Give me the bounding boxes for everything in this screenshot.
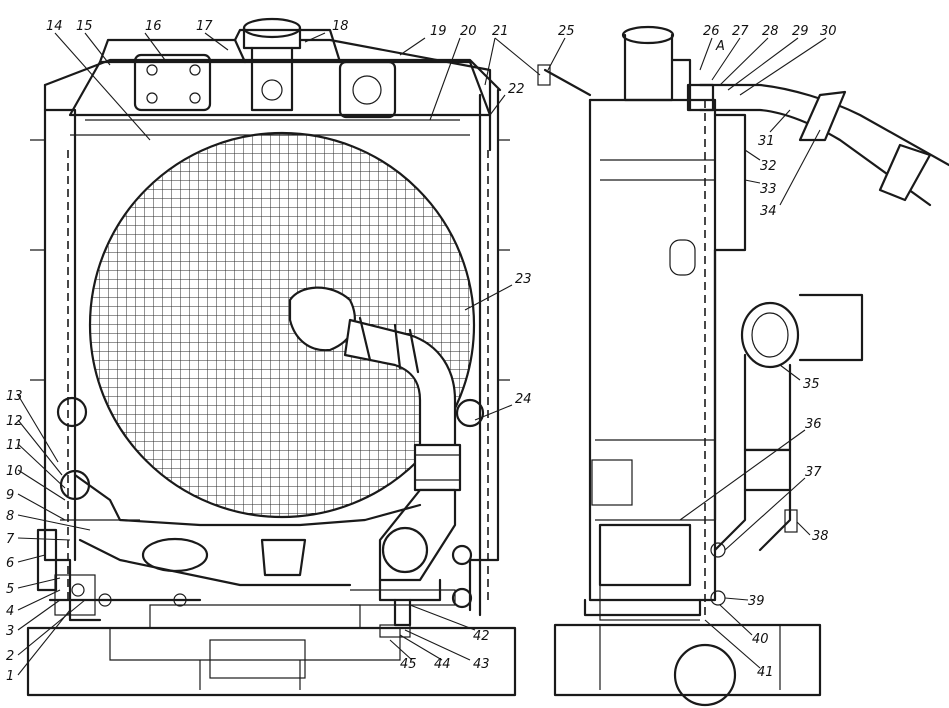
- callout-33: 33: [760, 182, 777, 197]
- callout-40: 40: [752, 632, 769, 647]
- callout-31: 31: [758, 134, 775, 149]
- callout-4: 4: [6, 604, 14, 619]
- callout-14: 14: [46, 19, 63, 34]
- callout-24: 24: [515, 392, 532, 407]
- callout-44: 44: [434, 657, 451, 672]
- callout-45: 45: [400, 657, 417, 672]
- callout-13: 13: [6, 389, 23, 404]
- callout-19: 19: [430, 24, 447, 39]
- side-filler-neck: [537, 25, 692, 112]
- radiator-core: [88, 131, 476, 519]
- callout-18: 18: [332, 19, 349, 34]
- front-base: [26, 604, 517, 697]
- callout-37: 37: [805, 465, 822, 480]
- view-mark-a: A: [715, 39, 725, 54]
- callout-23: 23: [515, 272, 532, 287]
- filler-cap: [242, 17, 492, 152]
- callout-3: 3: [6, 624, 14, 639]
- callout-17: 17: [196, 19, 213, 34]
- callout-16: 16: [145, 19, 162, 34]
- callout-22: 22: [508, 82, 525, 97]
- callout-5: 5: [6, 582, 14, 597]
- callout-9: 9: [6, 488, 14, 503]
- callout-43: 43: [473, 657, 490, 672]
- callout-29: 29: [792, 24, 809, 39]
- callout-21: 21: [492, 24, 509, 39]
- side-view: [537, 25, 949, 707]
- lower-hose: [343, 316, 485, 638]
- side-upper-hose: [686, 83, 949, 207]
- callout-15: 15: [76, 19, 93, 34]
- callout-labels: 1 2 3 4 5 6 7 8 9 10 11 12 13 14 15 16 1…: [6, 19, 837, 684]
- callout-28: 28: [762, 24, 779, 39]
- callout-38: 38: [812, 529, 829, 544]
- callout-12: 12: [6, 414, 23, 429]
- callout-8: 8: [6, 509, 14, 524]
- callout-2: 2: [6, 649, 14, 664]
- callout-41: 41: [757, 665, 774, 680]
- callout-6: 6: [6, 556, 14, 571]
- upper-tank: [68, 28, 492, 119]
- callout-36: 36: [805, 417, 822, 432]
- callout-11: 11: [6, 438, 23, 453]
- callout-1: 1: [6, 669, 14, 684]
- callout-7: 7: [6, 532, 15, 547]
- side-lower-pipe: [710, 293, 864, 606]
- callout-35: 35: [803, 377, 820, 392]
- callout-34: 34: [760, 204, 777, 219]
- callout-27: 27: [732, 24, 749, 39]
- callout-25: 25: [558, 24, 575, 39]
- callout-10: 10: [6, 464, 23, 479]
- callout-32: 32: [760, 159, 777, 174]
- callout-30: 30: [820, 24, 837, 39]
- callout-39: 39: [748, 594, 765, 609]
- callout-42: 42: [473, 629, 490, 644]
- callout-26: 26: [703, 24, 720, 39]
- front-view: [26, 17, 517, 697]
- side-radiator-body: [583, 98, 747, 621]
- callout-20: 20: [460, 24, 477, 39]
- side-base: [553, 623, 822, 707]
- lower-mount: [36, 519, 202, 616]
